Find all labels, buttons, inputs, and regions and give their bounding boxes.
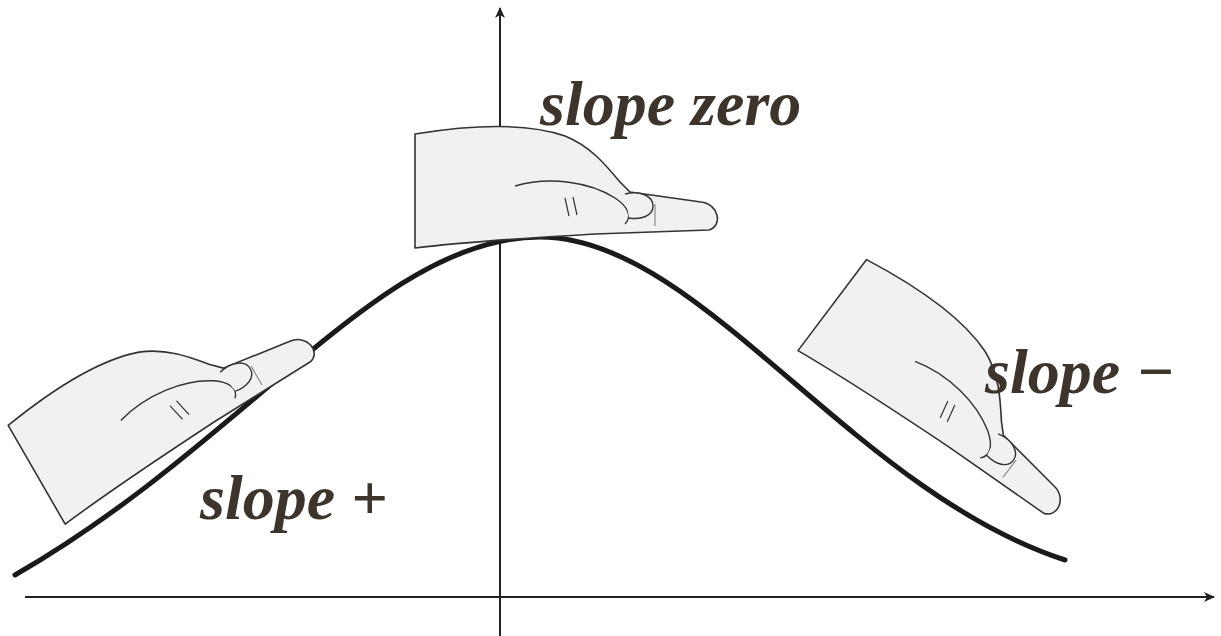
slope-label: slope + — [200, 466, 388, 530]
slope-label: slope − — [985, 340, 1175, 404]
slope-label: slope zero — [540, 72, 801, 136]
